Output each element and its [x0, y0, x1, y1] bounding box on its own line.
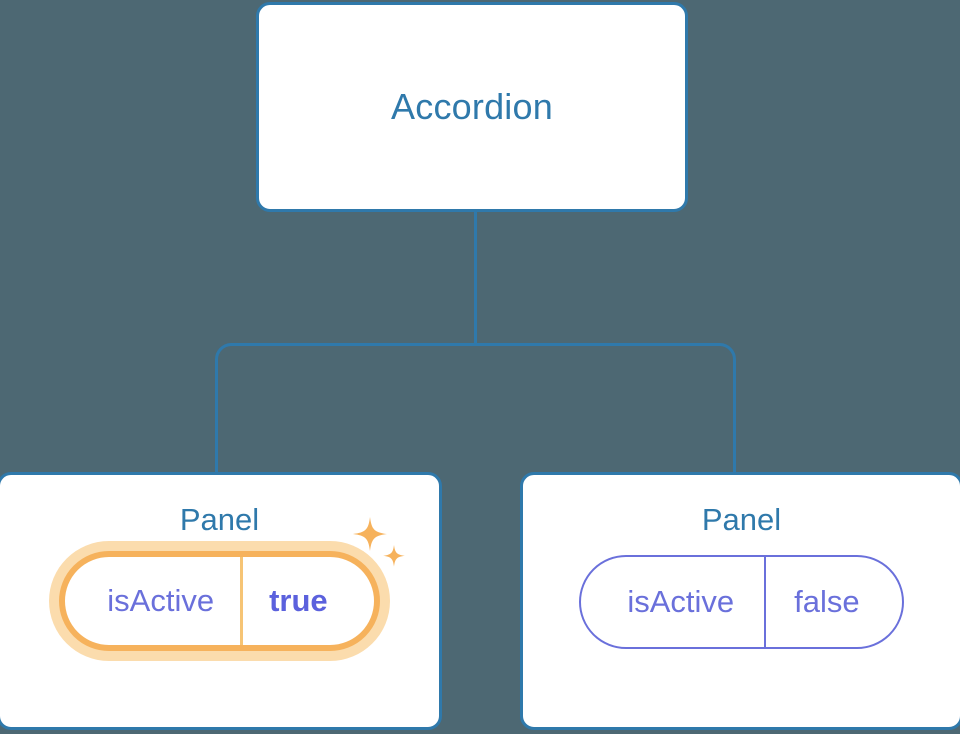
prop-pill-divider — [240, 557, 244, 646]
node-card-panel-active[interactable]: Panel isActive true — [0, 472, 442, 730]
node-card-accordion[interactable]: Accordion — [256, 2, 688, 212]
prop-value-label: false — [794, 584, 860, 620]
prop-pill-divider — [764, 557, 767, 648]
prop-pill-wrapper-inactive: isActive false — [579, 555, 904, 650]
prop-key-label: isActive — [107, 583, 215, 619]
prop-value-label: true — [269, 583, 328, 619]
node-title-accordion: Accordion — [391, 86, 553, 128]
sparkle-large-icon — [352, 517, 387, 552]
prop-pill-isactive-true[interactable]: isActive true — [59, 551, 380, 652]
node-title-panel-inactive: Panel — [701, 502, 782, 537]
node-card-panel-inactive[interactable]: Panel isActive false — [520, 472, 960, 730]
connector-branch-right — [475, 343, 736, 472]
prop-pill-wrapper-active: isActive true — [59, 517, 405, 652]
prop-key-label: isActive — [627, 584, 735, 620]
prop-pill-isactive-false[interactable]: isActive false — [579, 555, 904, 650]
connector-branch-left — [215, 343, 476, 472]
sparkle-small-icon — [382, 545, 405, 567]
node-title-panel-active: Panel — [179, 502, 260, 537]
